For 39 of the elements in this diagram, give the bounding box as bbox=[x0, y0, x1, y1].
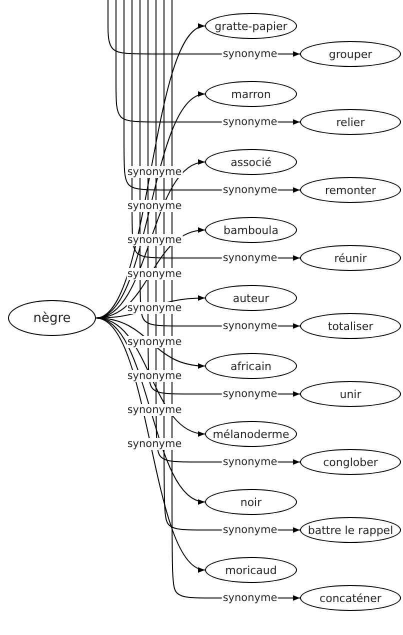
ellipse-node: moricaud bbox=[205, 557, 297, 583]
edge-label: synonyme bbox=[222, 116, 278, 128]
ellipse-node: unir bbox=[300, 381, 401, 407]
ellipse-node: associé bbox=[205, 149, 297, 175]
edge-label: synonyme bbox=[126, 302, 183, 314]
edge-label: synonyme bbox=[222, 388, 278, 400]
ellipse-node: battre le rappel bbox=[300, 517, 401, 543]
ellipse-node: africain bbox=[205, 353, 297, 379]
arrow bbox=[96, 26, 206, 318]
ellipse-node: auteur bbox=[205, 285, 297, 311]
edge-label: synonyme bbox=[126, 404, 183, 416]
edge-label: synonyme bbox=[222, 456, 278, 468]
edge-label: synonyme bbox=[222, 252, 278, 264]
ellipse-node: marron bbox=[205, 81, 297, 107]
edge-label: synonyme bbox=[126, 370, 183, 382]
edge-label: synonyme bbox=[126, 438, 183, 450]
ellipse-node: totaliser bbox=[300, 313, 401, 339]
edge-label: synonyme bbox=[222, 524, 278, 536]
ellipse-node: bamboula bbox=[205, 217, 297, 243]
ellipse-node: gratte-papier bbox=[205, 13, 297, 39]
ellipse-node: mélanoderme bbox=[205, 421, 297, 447]
ellipse-node: conglober bbox=[300, 449, 401, 475]
ellipse-node: relier bbox=[300, 109, 401, 135]
edge-label: synonyme bbox=[126, 268, 183, 280]
edge-label: synonyme bbox=[222, 48, 278, 60]
edge-label: synonyme bbox=[126, 336, 183, 348]
edge-label: synonyme bbox=[126, 200, 183, 212]
edge-label: synonyme bbox=[222, 320, 278, 332]
edge-label: synonyme bbox=[222, 184, 278, 196]
arrow bbox=[96, 318, 206, 570]
ellipse-node: noir bbox=[205, 489, 297, 515]
ellipse-node: nègre bbox=[8, 300, 96, 336]
edge-label: synonyme bbox=[222, 592, 278, 604]
ellipse-node: remonter bbox=[300, 177, 401, 203]
edge-label: synonyme bbox=[126, 234, 183, 246]
edge-label: synonyme bbox=[126, 166, 183, 178]
ellipse-node: réunir bbox=[300, 245, 401, 271]
ellipse-node: concaténer bbox=[300, 585, 401, 611]
ellipse-node: grouper bbox=[300, 41, 401, 67]
